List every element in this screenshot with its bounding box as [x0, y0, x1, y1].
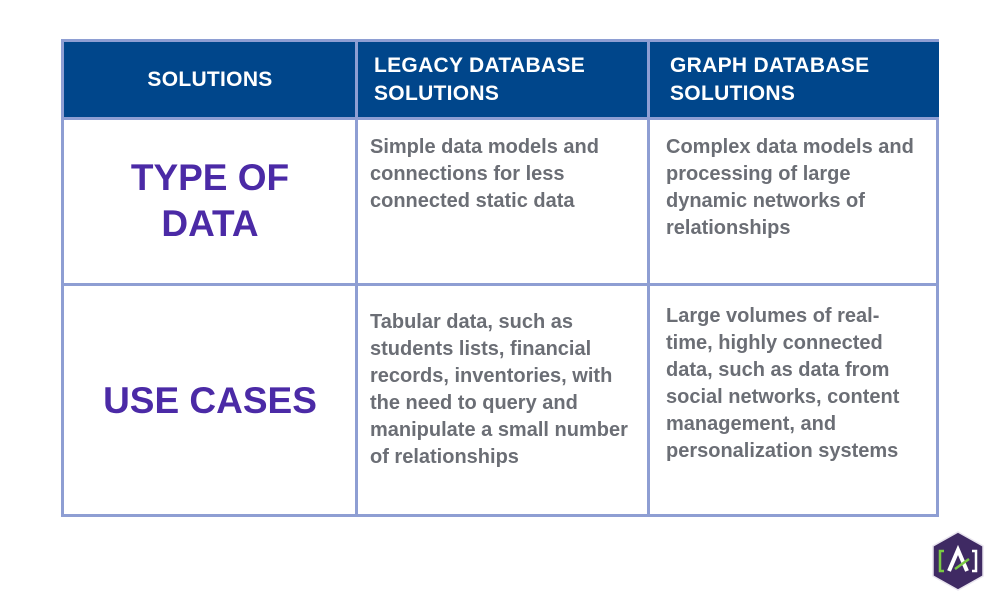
- comparison-table: SOLUTIONS LEGACY DATABASE SOLUTIONS GRAP…: [61, 39, 939, 517]
- graph-type-of-data: Complex data models and processing of la…: [648, 120, 939, 284]
- row-label-use-cases: USE CASES: [64, 285, 356, 517]
- graph-use-cases: Large volumes of real-time, highly conne…: [648, 288, 939, 517]
- legacy-use-text: Tabular data, such as students lists, fi…: [370, 311, 628, 468]
- row-divider: [64, 117, 936, 120]
- legacy-type-of-data: Simple data models and connections for l…: [356, 120, 648, 284]
- column-divider: [647, 42, 650, 514]
- header-solutions-label: SOLUTIONS: [147, 67, 273, 91]
- type-of-data-label: TYPE OF DATA: [130, 156, 290, 244]
- header-solutions: SOLUTIONS: [64, 42, 356, 117]
- row-label-type-of-data: TYPE OF DATA: [64, 117, 356, 284]
- graph-type-text: Complex data models and processing of la…: [666, 136, 914, 239]
- brand-logo-icon: [932, 531, 984, 591]
- row-divider: [64, 283, 936, 286]
- use-cases-label: USE CASES: [103, 380, 317, 421]
- legacy-type-text: Simple data models and connections for l…: [370, 136, 599, 212]
- column-divider: [355, 42, 358, 514]
- header-graph: GRAPH DATABASE SOLUTIONS: [648, 42, 939, 117]
- legacy-use-cases: Tabular data, such as students lists, fi…: [356, 288, 648, 517]
- header-legacy: LEGACY DATABASE SOLUTIONS: [356, 42, 648, 117]
- header-legacy-label: LEGACY DATABASE SOLUTIONS: [374, 54, 586, 105]
- header-graph-label: GRAPH DATABASE SOLUTIONS: [670, 54, 870, 105]
- graph-use-text: Large volumes of real-time, highly conne…: [666, 305, 900, 462]
